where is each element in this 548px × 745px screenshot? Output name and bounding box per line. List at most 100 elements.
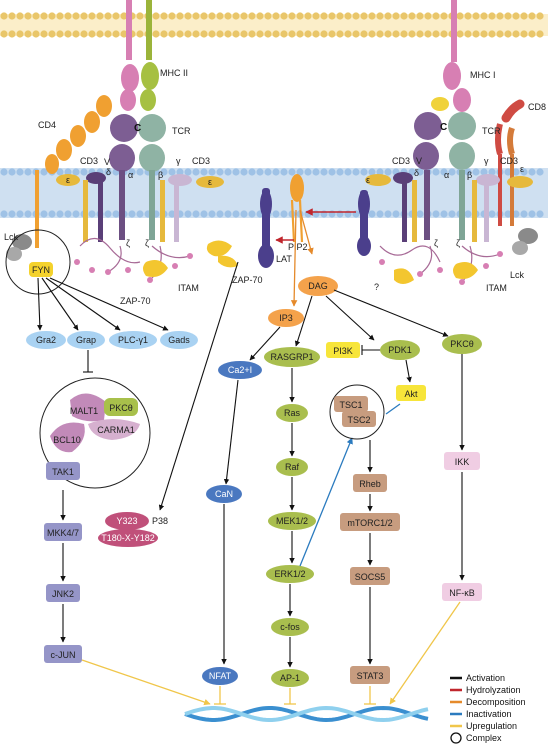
nfat-node[interactable]: NFAT (202, 667, 238, 685)
lck-left: Lck (4, 232, 32, 261)
cfos-node[interactable]: c-fos (271, 618, 309, 636)
zap70-to-p38-arrow (158, 261, 239, 511)
svg-text:AP-1: AP-1 (280, 673, 300, 683)
carma1-node[interactable]: CARMA1 (88, 419, 140, 440)
svg-text:Akt: Akt (404, 389, 418, 399)
svg-text:PKCθ: PKCθ (450, 339, 474, 349)
svg-text:Ras: Ras (284, 408, 301, 418)
cd8-label: CD8 (528, 102, 546, 112)
svg-text:BCL10: BCL10 (53, 435, 81, 445)
lck-left-label: Lck (4, 232, 19, 242)
svg-text:MEK1/2: MEK1/2 (276, 516, 308, 526)
jnk2-node[interactable]: JNK2 (46, 584, 80, 602)
svg-text:IKK: IKK (455, 457, 470, 467)
rheb-node[interactable]: Rheb (353, 474, 387, 492)
svg-text:JNK2: JNK2 (52, 589, 74, 599)
legend: Activation Hydrolyzation Decomposition I… (450, 673, 526, 744)
pkctheta-node[interactable]: PKCθ (442, 334, 482, 354)
ap1-node[interactable]: AP-1 (271, 669, 309, 687)
legend-hydrolyzation: Hydrolyzation (466, 685, 521, 695)
cjun-node[interactable]: c-JUN (44, 645, 82, 663)
erk-inactivation-arrow (299, 437, 353, 567)
akt-node[interactable]: Akt (396, 385, 426, 401)
legend-complex: Complex (466, 733, 502, 743)
mkk47-node[interactable]: MKK4/7 (44, 523, 82, 541)
tsc2-node[interactable]: TSC2 (342, 411, 376, 427)
ca2-node[interactable]: Ca2+I (218, 361, 262, 379)
stat3-node[interactable]: STAT3 (350, 666, 390, 684)
ikk-node[interactable]: IKK (444, 452, 480, 470)
fyn-complex-circle (5, 229, 71, 295)
tak1-node[interactable]: TAK1 (46, 462, 80, 480)
svg-text:c-JUN: c-JUN (51, 650, 76, 660)
upregulation-arrows (81, 601, 461, 706)
cd8-molecule: CD8 (495, 99, 546, 226)
svg-text:CARMA1: CARMA1 (97, 425, 135, 435)
svg-text:PDK1: PDK1 (388, 345, 412, 355)
plcg1-node[interactable]: PLC-γ1 (109, 331, 157, 349)
tcr-right: C TCR α β (413, 112, 501, 240)
tcr-left: C TCR α β (109, 114, 191, 240)
socs5-node[interactable]: SOCS5 (350, 567, 390, 585)
ip3-node[interactable]: IP3 (268, 309, 304, 327)
erk12-node[interactable]: ERK1/2 (266, 565, 314, 583)
svg-text:PLC-γ1: PLC-γ1 (118, 335, 148, 345)
delta-left-label: δ (106, 167, 111, 177)
mek12-node[interactable]: MEK1/2 (268, 512, 316, 530)
svg-text:Raf: Raf (285, 462, 300, 472)
svg-text:IP3: IP3 (279, 313, 293, 323)
svg-text:PKCθ: PKCθ (109, 403, 133, 413)
zeta-right-label: ζ (434, 238, 438, 248)
dag-node[interactable]: DAG (298, 276, 338, 296)
zap70-center: ZAP-70 (206, 240, 263, 285)
tsc1-node[interactable]: TSC1 (334, 396, 368, 412)
alpha-right-label: α (444, 170, 449, 180)
can-node[interactable]: CaN (206, 485, 242, 503)
lck-right-label: Lck (510, 270, 525, 280)
pip2-label: PIP2 (288, 242, 308, 252)
zap70-center-label: ZAP-70 (232, 275, 263, 285)
ras-node[interactable]: Ras (276, 404, 308, 422)
malt1-node[interactable]: MALT1 (70, 393, 106, 422)
pi3k-node[interactable]: PI3K (326, 342, 360, 358)
rasgrp1-node[interactable]: RASGRP1 (264, 347, 320, 367)
cd3-left: CD3 V δ ε γ CD3 ε ζ ζ (56, 156, 224, 248)
v-left-label: V (104, 157, 110, 167)
mtorc12-node[interactable]: mTORC1/2 (340, 513, 400, 531)
itam-right-label: ITAM (486, 283, 507, 293)
pip2-molecule: PIP2 (288, 174, 308, 252)
pkctheta-complex-node[interactable]: PKCθ (104, 398, 138, 416)
gads-node[interactable]: Gads (160, 331, 198, 349)
svg-text:TSC1: TSC1 (339, 400, 362, 410)
grap-node[interactable]: Grap (67, 331, 105, 349)
fyn-node[interactable]: FYN (29, 262, 53, 277)
cd3-right-label-2: CD3 (500, 156, 518, 166)
legend-upregulation: Upregulation (466, 721, 517, 731)
svg-text:RASGRP1: RASGRP1 (270, 352, 313, 362)
pdk1-node[interactable]: PDK1 (380, 340, 420, 360)
p38-node[interactable]: Y323 T180-X-Y182 P38 (98, 512, 168, 547)
svg-text:NF-κB: NF-κB (449, 588, 475, 598)
gra2-node[interactable]: Gra2 (26, 331, 66, 349)
epsilon-left-label-2: ε (208, 177, 212, 187)
raf-node[interactable]: Raf (276, 458, 308, 476)
cd3-left-label: CD3 (80, 156, 98, 166)
delta-right-label: δ (414, 168, 419, 178)
epsilon-right-label-2: ε (520, 164, 524, 174)
svg-text:Gra2: Gra2 (36, 335, 56, 345)
lat-molecule: LAT (258, 188, 292, 268)
carma1-complex-circle (39, 377, 151, 489)
cd3-right-label: CD3 (392, 156, 410, 166)
mhc1-molecule: MHC I (431, 0, 496, 112)
tcr-right-label: TCR (482, 126, 501, 136)
mhc1-label: MHC I (470, 70, 496, 80)
svg-text:DAG: DAG (308, 281, 328, 291)
right-purple-molecule (357, 190, 371, 256)
lat-label: LAT (276, 254, 292, 264)
mhc2-label: MHC II (160, 68, 188, 78)
nfkb-node[interactable]: NF-κB (442, 583, 482, 601)
alpha-left-label: α (128, 170, 133, 180)
bcl10-node[interactable]: BCL10 (50, 422, 85, 453)
zeta-left-label: ζ (126, 238, 130, 248)
